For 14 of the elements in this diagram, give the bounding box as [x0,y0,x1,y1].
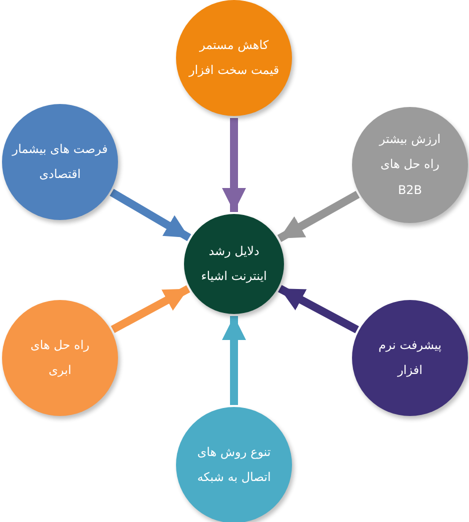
arrow [110,188,192,242]
circle-node [184,214,284,314]
node-label: کاهش مستمر قیمت سخت افزار [188,36,280,79]
node-label: فرصت های بیشمار اقتصادی [10,140,109,183]
arrow [222,118,246,212]
arrow [277,190,360,242]
node-label: راه حل های ابری [30,336,90,379]
node-label: دلایل رشد اینترنت اشیاء [200,242,268,285]
circle-node [176,0,292,116]
arrow [222,316,246,405]
node-label: پیشرفت نرم افزار [377,336,442,379]
node-label: ارزش بیشتر راه حل های B2B [378,131,442,199]
node-label: تنوع روش های اتصال به شبکه [196,444,272,486]
arrow [110,285,190,333]
